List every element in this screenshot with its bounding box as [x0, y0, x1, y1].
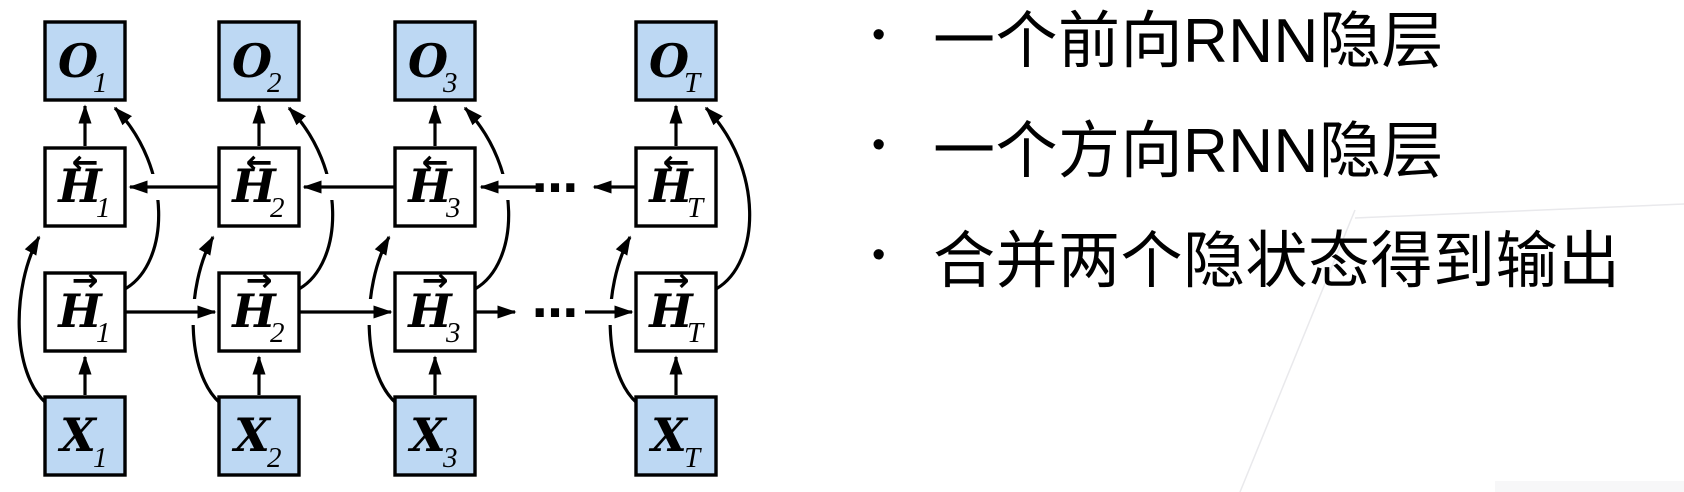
node-forward-h1-label: H [56, 284, 103, 338]
forward-vector-arrow-icon: → [422, 261, 449, 299]
node-ot-box [634, 20, 718, 102]
node-o3-subscript: 3 [442, 67, 458, 99]
node-forward-ht-subscript: T [687, 317, 705, 349]
bullet-marker: • [872, 234, 886, 276]
node-x2-box [217, 395, 301, 477]
node-forward-h3-subscript: 3 [445, 317, 461, 349]
node-x1-box [43, 395, 127, 477]
curved-connections [17, 106, 752, 405]
node-backward-h3-subscript: 3 [445, 192, 461, 224]
node-o2-subscript: 2 [267, 67, 282, 99]
node-o3-label: O [408, 34, 448, 88]
arrow-x3-to-backward-h3 [367, 235, 398, 405]
node-x1-subscript: 1 [93, 442, 108, 474]
node-x3-box [393, 395, 477, 477]
node-backward-h2-subscript: 2 [270, 192, 285, 224]
node-xt-label: X [648, 408, 689, 462]
node-xt-subscript: T [684, 442, 702, 474]
arrow-forward-h2-to-o2 [287, 106, 335, 291]
node-forward-h2-label: H [230, 284, 277, 338]
forward-vector-arrow-icon: → [663, 261, 690, 299]
forward-vector-arrow-icon: → [72, 261, 99, 299]
node-o2-label: O [232, 34, 272, 88]
bullet-text-forward-rnn: 一个前向RNN隐层 [933, 7, 1444, 76]
arrow-forward-h3-to-o3 [463, 106, 511, 291]
node-ot-subscript: T [684, 67, 702, 99]
backward-vector-arrow-icon: ← [246, 143, 273, 181]
forward-vector-arrow-icon: → [246, 261, 273, 299]
node-o3-box [393, 20, 477, 102]
column-tt: O T ← H T → H T X T [634, 20, 718, 477]
node-backward-h1-label: H [56, 159, 103, 213]
arrow-forward-h1-to-o1 [113, 106, 161, 291]
node-backward-ht-subscript: T [687, 192, 705, 224]
node-forward-h3-label: H [406, 284, 453, 338]
node-xt-box [634, 395, 718, 477]
bullet-text-merge-states: 合并两个隐状态得到输出 [933, 227, 1621, 296]
node-forward-h2-box [217, 271, 301, 353]
node-forward-h3-box [393, 271, 477, 353]
backward-row-ellipsis: … [532, 149, 578, 203]
node-x3-label: X [407, 408, 448, 462]
column-t1: O 1 ← H 1 → H 1 X 1 [43, 20, 127, 477]
node-ot-label: O [649, 34, 689, 88]
column-t3: O 3 ← H 3 → H 3 X 3 [393, 20, 477, 477]
node-backward-ht-label: H [647, 159, 694, 213]
node-o2-box [217, 20, 301, 102]
background-horizontal-line [1354, 203, 1684, 219]
arrow-xt-to-backward-ht [608, 235, 639, 405]
straight-connections [78, 104, 683, 395]
bullet-item-2: • 一个方向RNN隐层 [872, 90, 1621, 200]
forward-row-ellipsis: … [532, 274, 578, 328]
column-t2: O 2 ← H 2 → H 2 X 2 [217, 20, 301, 477]
bullet-item-3: • 合并两个隐状态得到输出 [872, 200, 1621, 310]
node-backward-h1-subscript: 1 [96, 192, 111, 224]
backward-vector-arrow-icon: ← [663, 143, 690, 181]
node-backward-h2-box [217, 146, 301, 228]
node-backward-h3-label: H [406, 159, 453, 213]
node-backward-h2-label: H [230, 159, 277, 213]
background-diagonal-line [1239, 209, 1356, 492]
node-forward-h1-box [43, 271, 127, 353]
backward-vector-arrow-icon: ← [72, 143, 99, 181]
node-o1-label: O [58, 34, 98, 88]
node-x3-subscript: 3 [442, 442, 458, 474]
bullet-marker: • [872, 124, 886, 166]
arrow-forward-ht-to-ot [704, 106, 752, 291]
node-forward-h2-subscript: 2 [270, 317, 285, 349]
node-backward-ht-box [634, 146, 718, 228]
node-backward-h3-box [393, 146, 477, 228]
node-forward-ht-box [634, 271, 718, 353]
bullet-list: • 一个前向RNN隐层 • 一个方向RNN隐层 • 合并两个隐状态得到输出 [872, 0, 1621, 310]
node-backward-h1-box [43, 146, 127, 228]
backward-vector-arrow-icon: ← [422, 143, 449, 181]
bullet-marker: • [872, 14, 886, 56]
node-o1-box [43, 20, 127, 102]
arrow-x2-to-backward-h2 [191, 235, 222, 405]
node-x1-label: X [57, 408, 98, 462]
bullet-text-direction-rnn: 一个方向RNN隐层 [933, 117, 1444, 186]
node-o1-subscript: 1 [93, 67, 108, 99]
node-x2-subscript: 2 [267, 442, 282, 474]
background-corner-rect [1495, 481, 1684, 492]
arrow-x1-to-backward-h1 [17, 235, 48, 405]
node-x2-label: X [231, 408, 272, 462]
node-forward-h1-subscript: 1 [96, 317, 111, 349]
bullet-item-1: • 一个前向RNN隐层 [872, 0, 1621, 90]
node-forward-ht-label: H [647, 284, 694, 338]
background-decor [1239, 203, 1684, 492]
